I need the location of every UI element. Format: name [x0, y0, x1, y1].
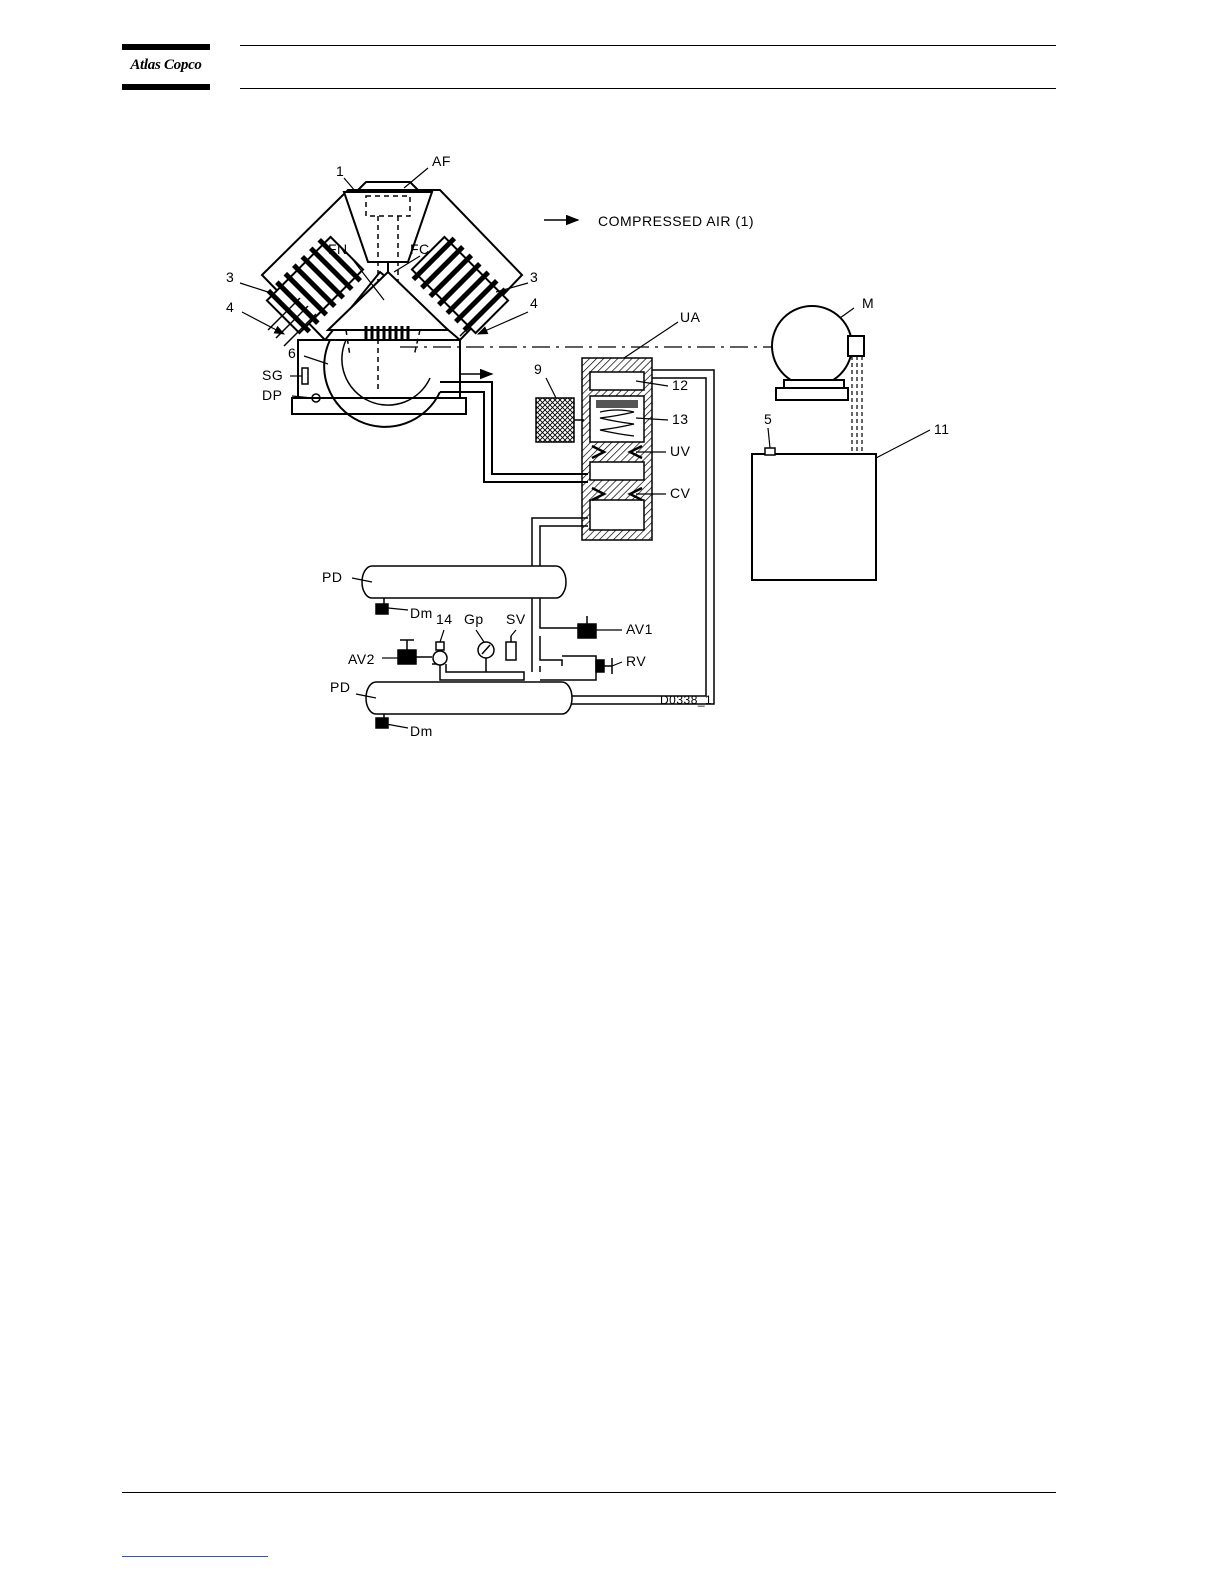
- label-11: 11: [934, 421, 950, 437]
- label-rv: RV: [626, 653, 646, 669]
- label-ua: UA: [680, 309, 701, 325]
- label-3-right: 3: [530, 269, 538, 285]
- relief-valve: [596, 658, 612, 674]
- label-14: 14: [436, 611, 453, 627]
- unloader-assembly: [582, 358, 652, 540]
- label-sg: SG: [262, 367, 283, 383]
- receiver-lower: [366, 682, 572, 728]
- label-dm-top: Dm: [410, 605, 433, 621]
- label-m: M: [862, 295, 874, 311]
- label-sv: SV: [506, 611, 526, 627]
- label-af: AF: [432, 153, 451, 169]
- label-pd-top: PD: [322, 569, 342, 585]
- receiver-upper: [362, 566, 566, 614]
- label-fn: FN: [328, 241, 348, 257]
- figure-code: D0338_1: [660, 693, 712, 707]
- label-av2: AV2: [348, 651, 375, 667]
- crankcase: [298, 340, 460, 398]
- label-cv: CV: [670, 485, 691, 501]
- valve-av1: [578, 616, 596, 638]
- label-3-left: 3: [226, 269, 234, 285]
- label-5: 5: [764, 411, 772, 427]
- label-6: 6: [288, 345, 296, 361]
- safety-valve: [506, 636, 516, 660]
- label-fc: FC: [410, 241, 430, 257]
- valve-av2: [398, 640, 447, 665]
- label-gp: Gp: [464, 611, 484, 627]
- label-av1: AV1: [626, 621, 653, 637]
- label-12: 12: [672, 377, 689, 393]
- silencer-box: [536, 398, 574, 442]
- label-1: 1: [336, 163, 344, 179]
- label-13: 13: [672, 411, 689, 427]
- label-dm-bottom: Dm: [410, 723, 433, 739]
- label-dp: DP: [262, 387, 282, 403]
- electric-motor: [772, 306, 864, 458]
- control-box-switch: [765, 448, 775, 455]
- control-box: [752, 454, 876, 580]
- label-4-left: 4: [226, 299, 234, 315]
- label-9: 9: [534, 361, 542, 377]
- legend-label: COMPRESSED AIR (1): [598, 213, 754, 229]
- pressure-gauge-icon: [478, 642, 494, 658]
- label-uv: UV: [670, 443, 691, 459]
- label-pd-bottom: PD: [330, 679, 350, 695]
- label-4-right: 4: [530, 295, 538, 311]
